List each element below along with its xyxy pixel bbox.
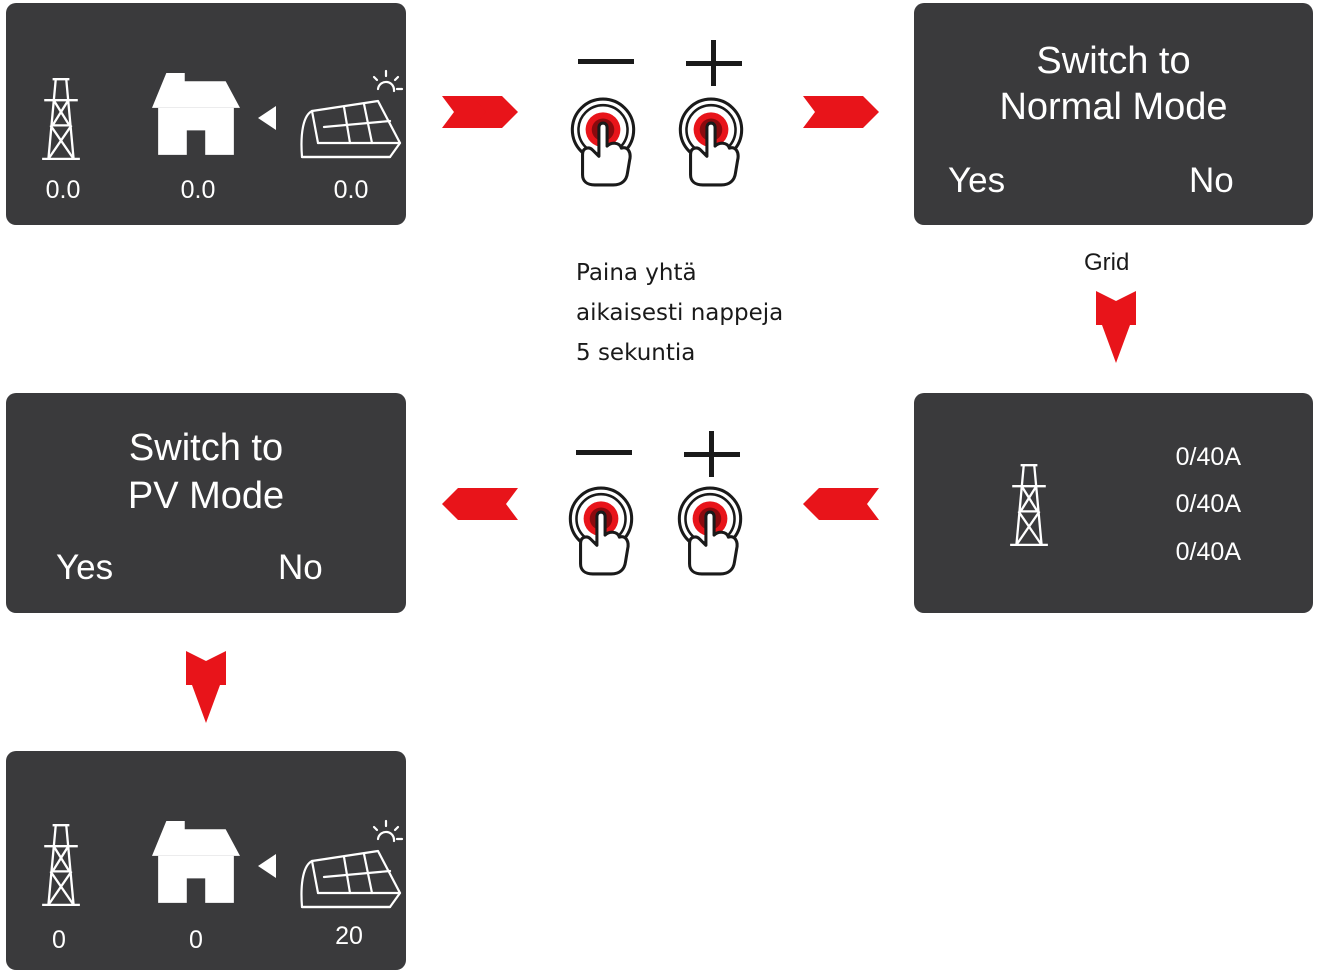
grid-value: 0.0 [45,176,81,204]
power-flow-screen-initial: 0.0 0.0 0.0 [6,3,406,225]
home-icon [152,821,240,903]
switch-pv-mode-screen: Switch to PV Mode Yes No [6,393,406,613]
minus-icon [576,450,632,455]
phase2-current: 0/40A [1175,490,1241,518]
plus-button[interactable] [678,97,744,189]
instruction-line2: aikaisesti nappeja [576,300,784,326]
switch-normal-mode-screen: Switch to Normal Mode Yes No [914,3,1313,225]
flow-arrow-down-1 [1096,291,1136,363]
normal-mode-title-line2: Normal Mode [999,86,1228,128]
normal-mode-title-line1: Switch to [1036,40,1191,82]
flow-arrow-left-1 [803,488,879,520]
plus-button[interactable] [677,486,743,578]
flow-arrow-right-2 [803,96,879,128]
minus-icon [578,59,634,64]
flow-left-arrow-icon [258,854,276,878]
phase3-current: 0/40A [1175,538,1241,566]
pv-mode-title-line1: Switch to [128,427,284,469]
flow-arrow-left-2 [442,488,518,520]
home-value: 0 [189,926,203,954]
home-value: 0.0 [180,176,216,204]
instruction-text: Paina yhtä aikaisesti nappeja 5 sekuntia [576,253,783,373]
flow-left-arrow-icon [258,106,276,130]
flow-arrow-down-2 [186,651,226,723]
phase1-current: 0/40A [1175,443,1241,471]
instruction-line3: 5 sekuntia [576,340,696,366]
minus-button[interactable] [568,486,634,578]
home-icon [152,73,240,155]
grid-value: 0 [52,926,66,954]
power-flow-screen-pv-mode: 0 0 20 [6,751,406,970]
plus-icon [684,431,740,477]
instruction-line1: Paina yhtä [576,260,697,286]
grid-pylon-icon [40,78,82,161]
grid-label: Grid [1084,249,1130,276]
pv-mode-yes-option[interactable]: Yes [56,548,114,587]
pv-value: 20 [335,922,363,950]
solar-panel-icon [300,819,404,909]
minus-button[interactable] [570,97,636,189]
normal-mode-yes-option[interactable]: Yes [948,161,1006,200]
normal-mode-no-option[interactable]: No [1189,161,1234,200]
pv-mode-no-option[interactable]: No [278,548,323,587]
flow-arrow-right-1 [442,96,518,128]
plus-icon [686,40,742,86]
solar-panel-icon [300,69,404,159]
pv-value: 0.0 [333,176,369,204]
grid-pylon-icon [40,824,82,907]
pv-mode-title-line2: PV Mode [127,475,285,517]
grid-pylon-icon [1008,464,1050,547]
grid-current-screen: 0/40A 0/40A 0/40A [914,393,1313,613]
